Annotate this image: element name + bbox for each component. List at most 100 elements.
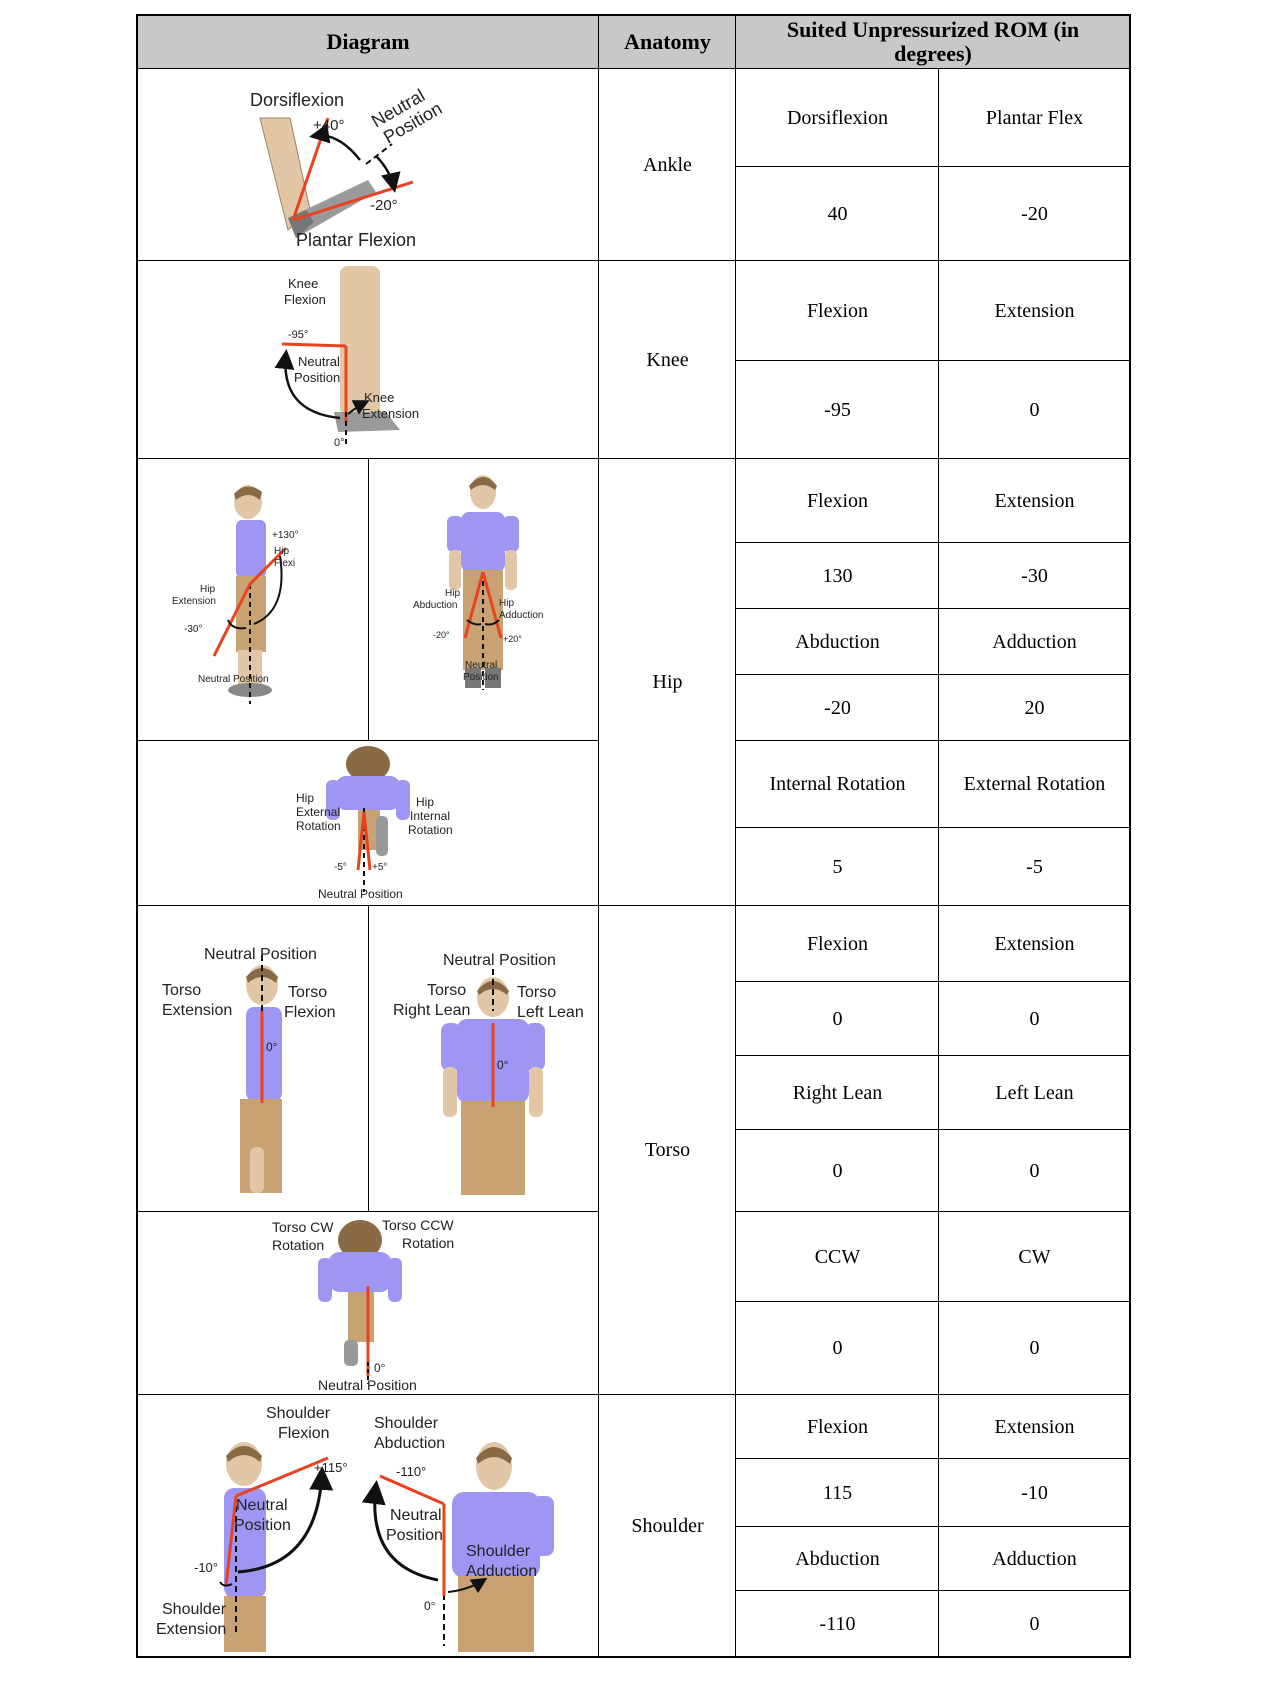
hip-rom-cell: Flexion <box>806 489 869 512</box>
shoulder-rom-cell: 0 <box>1029 1612 1040 1635</box>
torso-rom-cell: 0 <box>1029 1337 1040 1359</box>
torso-label-neutral: Neutral Position <box>318 1377 417 1393</box>
torso-label-right2: Right Lean <box>393 1002 470 1019</box>
torso-rotation-diagram: Torso CW Rotation Torso CCW Rotation 0° … <box>272 1217 454 1393</box>
ankle-rom-cell: Dorsiflexion <box>786 106 889 129</box>
torso-label-left1: Torso <box>517 984 556 1001</box>
shoulder-label-ext2: Extension <box>156 1621 226 1638</box>
torso-rom-cell: 0 <box>1029 1007 1040 1030</box>
shoulder-label-neutralb2: Position <box>386 1527 443 1544</box>
knee-rom-cell: -95 <box>824 398 851 421</box>
hip-label-plus130: +130° <box>272 530 299 541</box>
shoulder-label-plus115: +115° <box>314 1460 348 1475</box>
hip-label-abd2: Abduction <box>413 600 457 611</box>
hip-label-neutral1: Neutral <box>465 660 497 671</box>
hip-rom-cell: Internal Rotation <box>769 773 906 795</box>
knee-label-neutral2: Position <box>294 370 340 385</box>
torso-rom-cell: Left Lean <box>995 1081 1074 1104</box>
hip-rom-cell: 20 <box>1024 696 1045 719</box>
torso-rom-cell: 0 <box>832 1159 843 1182</box>
torso-label-ext2: Extension <box>162 1002 232 1019</box>
anatomy-torso: Torso <box>644 1139 691 1161</box>
torso-label-neutral: Neutral Position <box>204 946 317 963</box>
torso-flexion-diagram: Neutral Position Torso Extension Torso F… <box>162 946 336 1193</box>
ankle-rom-cell: 40 <box>827 202 848 225</box>
shoulder-label-add1: Shoulder <box>466 1543 531 1560</box>
shoulder-label-neutral1: Neutral <box>236 1497 288 1514</box>
torso-label-zero: 0° <box>266 1040 278 1054</box>
hip-flexion-diagram: +130° Hip Flexi Hip Extension -30° Neutr… <box>172 485 299 704</box>
torso-label-neutral: Neutral Position <box>443 952 556 969</box>
knee-label-zero: 0° <box>334 437 345 449</box>
torso-label-ccw2: Rotation <box>402 1235 454 1251</box>
torso-label-cw2: Rotation <box>272 1237 324 1253</box>
torso-rom-cell: CCW <box>814 1245 861 1268</box>
torso-rom-cell: 0 <box>1029 1159 1040 1182</box>
hip-rom-cell: -5 <box>1026 855 1043 878</box>
torso-label-zero: 0° <box>374 1361 386 1375</box>
shoulder-rom-cell: -10 <box>1021 1481 1048 1504</box>
hip-rom-cell: Abduction <box>795 630 880 653</box>
header-rom: Suited Unpressurized ROM (in degrees) <box>736 15 1130 69</box>
hip-label-int1: Hip <box>416 795 434 809</box>
knee-label-ext2: Extension <box>362 406 419 421</box>
ankle-label-dorsiflexion: Dorsiflexion <box>250 90 344 110</box>
hip-label-abd1: Hip <box>445 588 460 599</box>
shoulder-label-abd2: Abduction <box>374 1435 445 1452</box>
torso-label-flex2: Flexion <box>284 1004 336 1021</box>
torso-label-zero: 0° <box>497 1058 509 1072</box>
hip-label-ext1: Hip <box>200 584 215 595</box>
anatomy-hip: Hip <box>652 671 683 693</box>
shoulder-label-ext1: Shoulder <box>162 1601 227 1618</box>
hip-label-minus5: -5° <box>334 862 347 873</box>
hip-label-minus30: -30° <box>184 624 202 635</box>
ankle-label-plantar: Plantar Flexion <box>296 230 416 250</box>
knee-label-minus95: -95° <box>288 329 308 341</box>
header-anatomy: Anatomy <box>599 15 736 69</box>
shoulder-rom-cell: Extension <box>994 1415 1075 1438</box>
anatomy-ankle: Ankle <box>643 153 692 176</box>
shoulder-label-add2: Adduction <box>466 1563 537 1580</box>
torso-rom-cell: CW <box>1018 1245 1051 1268</box>
anatomy-knee: Knee <box>646 348 689 371</box>
shoulder-diagram: Shoulder Flexion +115° Neutral Position … <box>156 1405 554 1652</box>
hip-label-neutral: Neutral Position <box>318 887 403 901</box>
hip-rom-cell: -30 <box>1021 564 1048 587</box>
anatomy-shoulder: Shoulder <box>631 1514 704 1537</box>
header-diagram: Diagram <box>137 15 599 69</box>
hip-rotation-diagram: Hip External Rotation Hip Internal Rotat… <box>296 746 453 901</box>
torso-rom-cell: 0 <box>832 1007 843 1030</box>
torso-label-left2: Left Lean <box>517 1004 584 1021</box>
ankle-label-plus40: +40° <box>313 117 344 134</box>
torso-label-flex1: Torso <box>288 984 327 1001</box>
shoulder-label-flex2: Flexion <box>278 1425 330 1442</box>
torso-rom-cell: Flexion <box>806 932 869 955</box>
shoulder-label-neutral2: Position <box>234 1517 291 1534</box>
torso-label-ext1: Torso <box>162 982 201 999</box>
hip-label-minus20: -20° <box>433 630 450 640</box>
torso-rom-cell: Right Lean <box>792 1081 883 1104</box>
shoulder-rom-cell: Abduction <box>795 1547 880 1570</box>
torso-label-right1: Torso <box>427 982 466 999</box>
hip-label-ext1: Hip <box>296 791 314 805</box>
shoulder-label-neutralb1: Neutral <box>390 1507 442 1524</box>
shoulder-rom-cell: Adduction <box>992 1547 1077 1570</box>
shoulder-rom-cell: Flexion <box>806 1415 869 1438</box>
hip-label-int2: Internal <box>410 809 450 823</box>
torso-lean-diagram: Neutral Position Torso Right Lean Torso … <box>393 952 584 1195</box>
ankle-rom-cell: -20 <box>1021 202 1048 225</box>
torso-rom-cell: Extension <box>994 932 1075 955</box>
shoulder-label-minus10: -10° <box>194 1560 218 1575</box>
knee-label-ext1: Knee <box>364 390 394 405</box>
hip-abduction-diagram: Hip Abduction Hip Adduction -20° +20° Ne… <box>413 475 543 690</box>
hip-label-plus5: +5° <box>372 862 387 873</box>
shoulder-label-zero: 0° <box>424 1599 436 1613</box>
hip-label-plus20: +20° <box>503 634 522 644</box>
torso-label-ccw1: Torso CCW <box>382 1217 454 1233</box>
hip-label-add1: Hip <box>499 598 514 609</box>
hip-rom-cell: -20 <box>824 696 851 719</box>
shoulder-rom-cell: -110 <box>819 1612 856 1635</box>
hip-rom-cell: 5 <box>832 855 843 878</box>
hip-label-neutral2: Position <box>463 672 499 683</box>
hip-label-flex1: Hip <box>274 546 289 557</box>
